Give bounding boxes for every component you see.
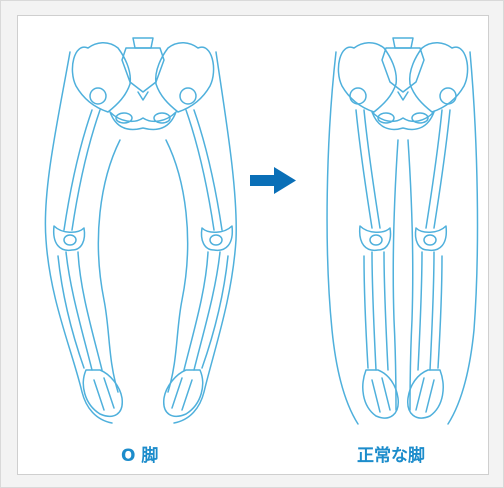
o-legs-inner-outline (98, 140, 120, 392)
normal-legs-foot-left (363, 370, 398, 418)
normal-legs-tibia-left (372, 252, 376, 370)
normal-legs-skeleton (327, 38, 477, 424)
o-legs-outline-right (174, 52, 236, 423)
arrow-icon (250, 167, 296, 194)
o-legs-femur-right (194, 110, 222, 230)
o-legs-sacrum (122, 48, 164, 92)
normal-legs-femur-right (434, 110, 450, 228)
o-legs-femur-left (64, 110, 92, 230)
o-legs-pubis (110, 112, 176, 129)
normal-legs-femur-left (356, 110, 372, 228)
normal-legs-tibia-right (430, 252, 434, 370)
o-legs-knee-left (54, 226, 85, 250)
normal-legs-knee-right (416, 226, 447, 250)
o-legs-pelvis (72, 43, 130, 112)
normal-legs-label: 正常な脚 (357, 441, 425, 466)
o-legs-label: O 脚 (121, 441, 158, 466)
normal-legs-outline-left (327, 52, 358, 424)
normal-legs-outline-right (448, 52, 477, 424)
normal-legs-foot-right (408, 370, 443, 418)
normal-legs-knee-left (360, 226, 391, 250)
o-legs-skeleton (45, 38, 236, 423)
o-legs-knee-right (202, 226, 233, 250)
